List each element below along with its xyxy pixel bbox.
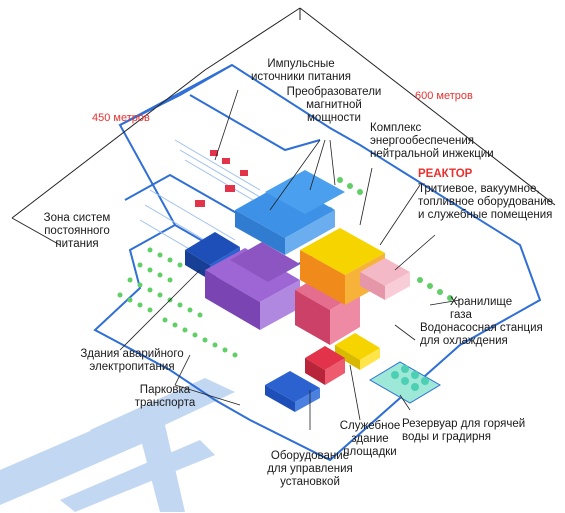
length-dimension-label: 600 метров — [415, 90, 473, 102]
cooling-tower — [369, 361, 441, 404]
label-gas-storage: Хранилище газа — [450, 296, 513, 321]
label-pulse-power: Импульсные источники питания — [250, 58, 352, 83]
label-pump-station: Водонасосная станция для охлаждения — [420, 322, 543, 347]
label-control-equipment: Оборудование для управления установкой — [267, 450, 353, 488]
label-nbi-complex: Комплекс энергообеспечения нейтральной и… — [370, 122, 494, 160]
assembly-halls — [205, 242, 300, 330]
label-service-building: Служебное здание площадки — [339, 420, 401, 458]
label-magnetic-converters: Преобразователи магнитной мощности — [286, 86, 382, 124]
access-road — [0, 378, 235, 512]
label-dc-zone: Зона систем постоянного питания — [43, 212, 111, 250]
dimension-lines — [11, 7, 556, 246]
tree-field — [117, 177, 453, 358]
label-tritium: Тритиевое, вакуумное, топливное оборудов… — [418, 183, 554, 221]
label-hot-water: Резервуар для горячей воды и градирня — [402, 418, 526, 443]
label-parking: Парковка транспорта — [134, 384, 196, 409]
label-reactor: РЕАКТОР — [418, 168, 473, 180]
magnetic-converter-halls — [235, 170, 345, 255]
tritium-building — [360, 258, 410, 300]
pulse-power-units — [195, 150, 248, 207]
control-equipment-building — [305, 346, 345, 385]
label-emergency-power: Здания аварийного электропитания — [80, 348, 184, 373]
leader-lines — [119, 89, 461, 430]
control-building — [265, 371, 320, 412]
width-dimension-label: 450 метров — [92, 112, 150, 124]
service-building — [335, 333, 380, 370]
